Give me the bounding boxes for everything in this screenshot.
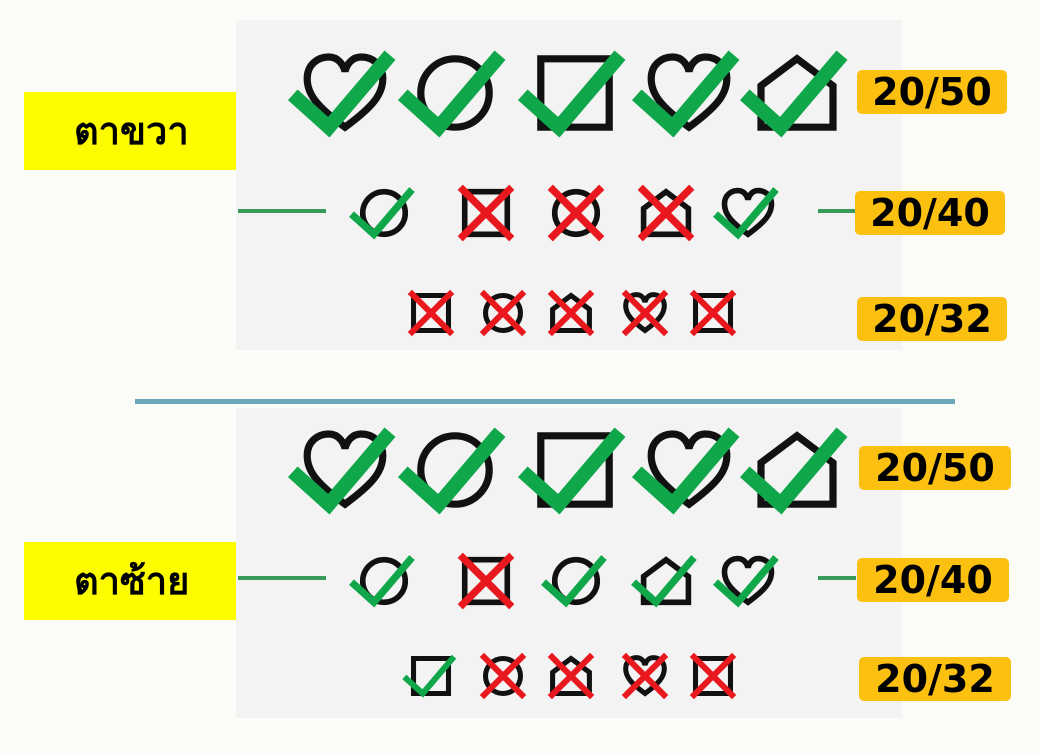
optotype-symbol: [621, 289, 669, 337]
optotype-symbol: [541, 555, 607, 608]
optotype-symbol: [479, 652, 527, 700]
check-mark-icon: [349, 555, 415, 608]
optotype-symbol: [739, 427, 848, 515]
optotype-symbol: [402, 654, 457, 698]
cross-mark-icon: [689, 652, 737, 700]
guide-line-left: [238, 209, 326, 213]
check-mark-icon: [397, 50, 506, 138]
house-icon: [640, 556, 692, 606]
right-eye-label: ตาขวา: [24, 92, 236, 170]
optotype-symbol: [349, 555, 415, 608]
optotype-symbol: [631, 427, 740, 515]
optotype-symbol: [713, 187, 779, 240]
optotype-symbol: [407, 289, 455, 337]
optotype-symbol: [349, 187, 415, 240]
left-eye-label: ตาซ้าย: [24, 542, 236, 620]
house-icon: [640, 188, 692, 238]
house-icon: [550, 655, 592, 697]
check-mark-icon: [287, 50, 396, 138]
acuity-label: 20/32: [859, 657, 1011, 701]
circle-icon: [551, 188, 601, 238]
house-icon: [757, 431, 837, 508]
check-mark-icon: [541, 555, 607, 608]
cross-mark-icon: [689, 289, 737, 337]
check-mark-icon: [739, 427, 848, 515]
cross-mark-icon: [621, 289, 669, 337]
cross-mark-icon: [457, 552, 515, 610]
check-mark-icon: [631, 50, 740, 138]
heart-icon: [303, 430, 387, 509]
optotype-symbol: [621, 652, 669, 700]
circle-icon: [417, 432, 493, 508]
cross-mark-icon: [407, 289, 455, 337]
heart-icon: [721, 555, 775, 606]
optotype-symbol: [457, 184, 515, 242]
acuity-label: 20/40: [855, 191, 1005, 235]
house-icon: [757, 54, 837, 131]
check-mark-icon: [517, 50, 626, 138]
optotype-symbol: [479, 289, 527, 337]
guide-line-right: [818, 209, 856, 213]
check-mark-icon: [713, 187, 779, 240]
cross-mark-icon: [637, 184, 695, 242]
guide-line-left: [238, 576, 326, 580]
optotype-symbol: [287, 427, 396, 515]
cross-mark-icon: [621, 652, 669, 700]
optotype-symbol: [631, 555, 697, 608]
heart-icon: [623, 292, 667, 334]
circle-icon: [482, 655, 524, 697]
optotype-symbol: [689, 652, 737, 700]
section-divider: [135, 399, 955, 404]
optotype-symbol: [547, 184, 605, 242]
optotype-symbol: [631, 50, 740, 138]
heart-icon: [647, 430, 731, 509]
acuity-label: 20/50: [859, 446, 1011, 490]
optotype-symbol: [547, 289, 595, 337]
optotype-symbol: [517, 427, 626, 515]
check-mark-icon: [397, 427, 506, 515]
check-mark-icon: [517, 427, 626, 515]
cross-mark-icon: [479, 652, 527, 700]
optotype-symbol: [397, 50, 506, 138]
optotype-symbol: [287, 50, 396, 138]
check-mark-icon: [631, 427, 740, 515]
optotype-symbol: [457, 552, 515, 610]
check-mark-icon: [739, 50, 848, 138]
check-mark-icon: [349, 187, 415, 240]
circle-icon: [482, 292, 524, 334]
cross-mark-icon: [547, 289, 595, 337]
circle-icon: [417, 55, 493, 131]
optotype-symbol: [547, 652, 595, 700]
optotype-symbol: [713, 555, 779, 608]
optotype-symbol: [689, 289, 737, 337]
cross-mark-icon: [547, 652, 595, 700]
acuity-label: 20/50: [857, 70, 1007, 114]
heart-icon: [623, 655, 667, 697]
check-mark-icon: [287, 427, 396, 515]
optotype-symbol: [637, 184, 695, 242]
acuity-label: 20/40: [857, 558, 1009, 602]
check-mark-icon: [713, 555, 779, 608]
optotype-symbol: [739, 50, 848, 138]
cross-mark-icon: [479, 289, 527, 337]
acuity-label: 20/32: [857, 297, 1007, 341]
circle-icon: [359, 556, 409, 606]
heart-icon: [721, 187, 775, 238]
circle-icon: [551, 556, 601, 606]
house-icon: [550, 292, 592, 334]
check-mark-icon: [631, 555, 697, 608]
check-mark-icon: [402, 654, 457, 698]
optotype-symbol: [517, 50, 626, 138]
heart-icon: [303, 53, 387, 132]
cross-mark-icon: [457, 184, 515, 242]
cross-mark-icon: [547, 184, 605, 242]
heart-icon: [647, 53, 731, 132]
optotype-symbol: [397, 427, 506, 515]
guide-line-right: [818, 576, 856, 580]
circle-icon: [359, 188, 409, 238]
